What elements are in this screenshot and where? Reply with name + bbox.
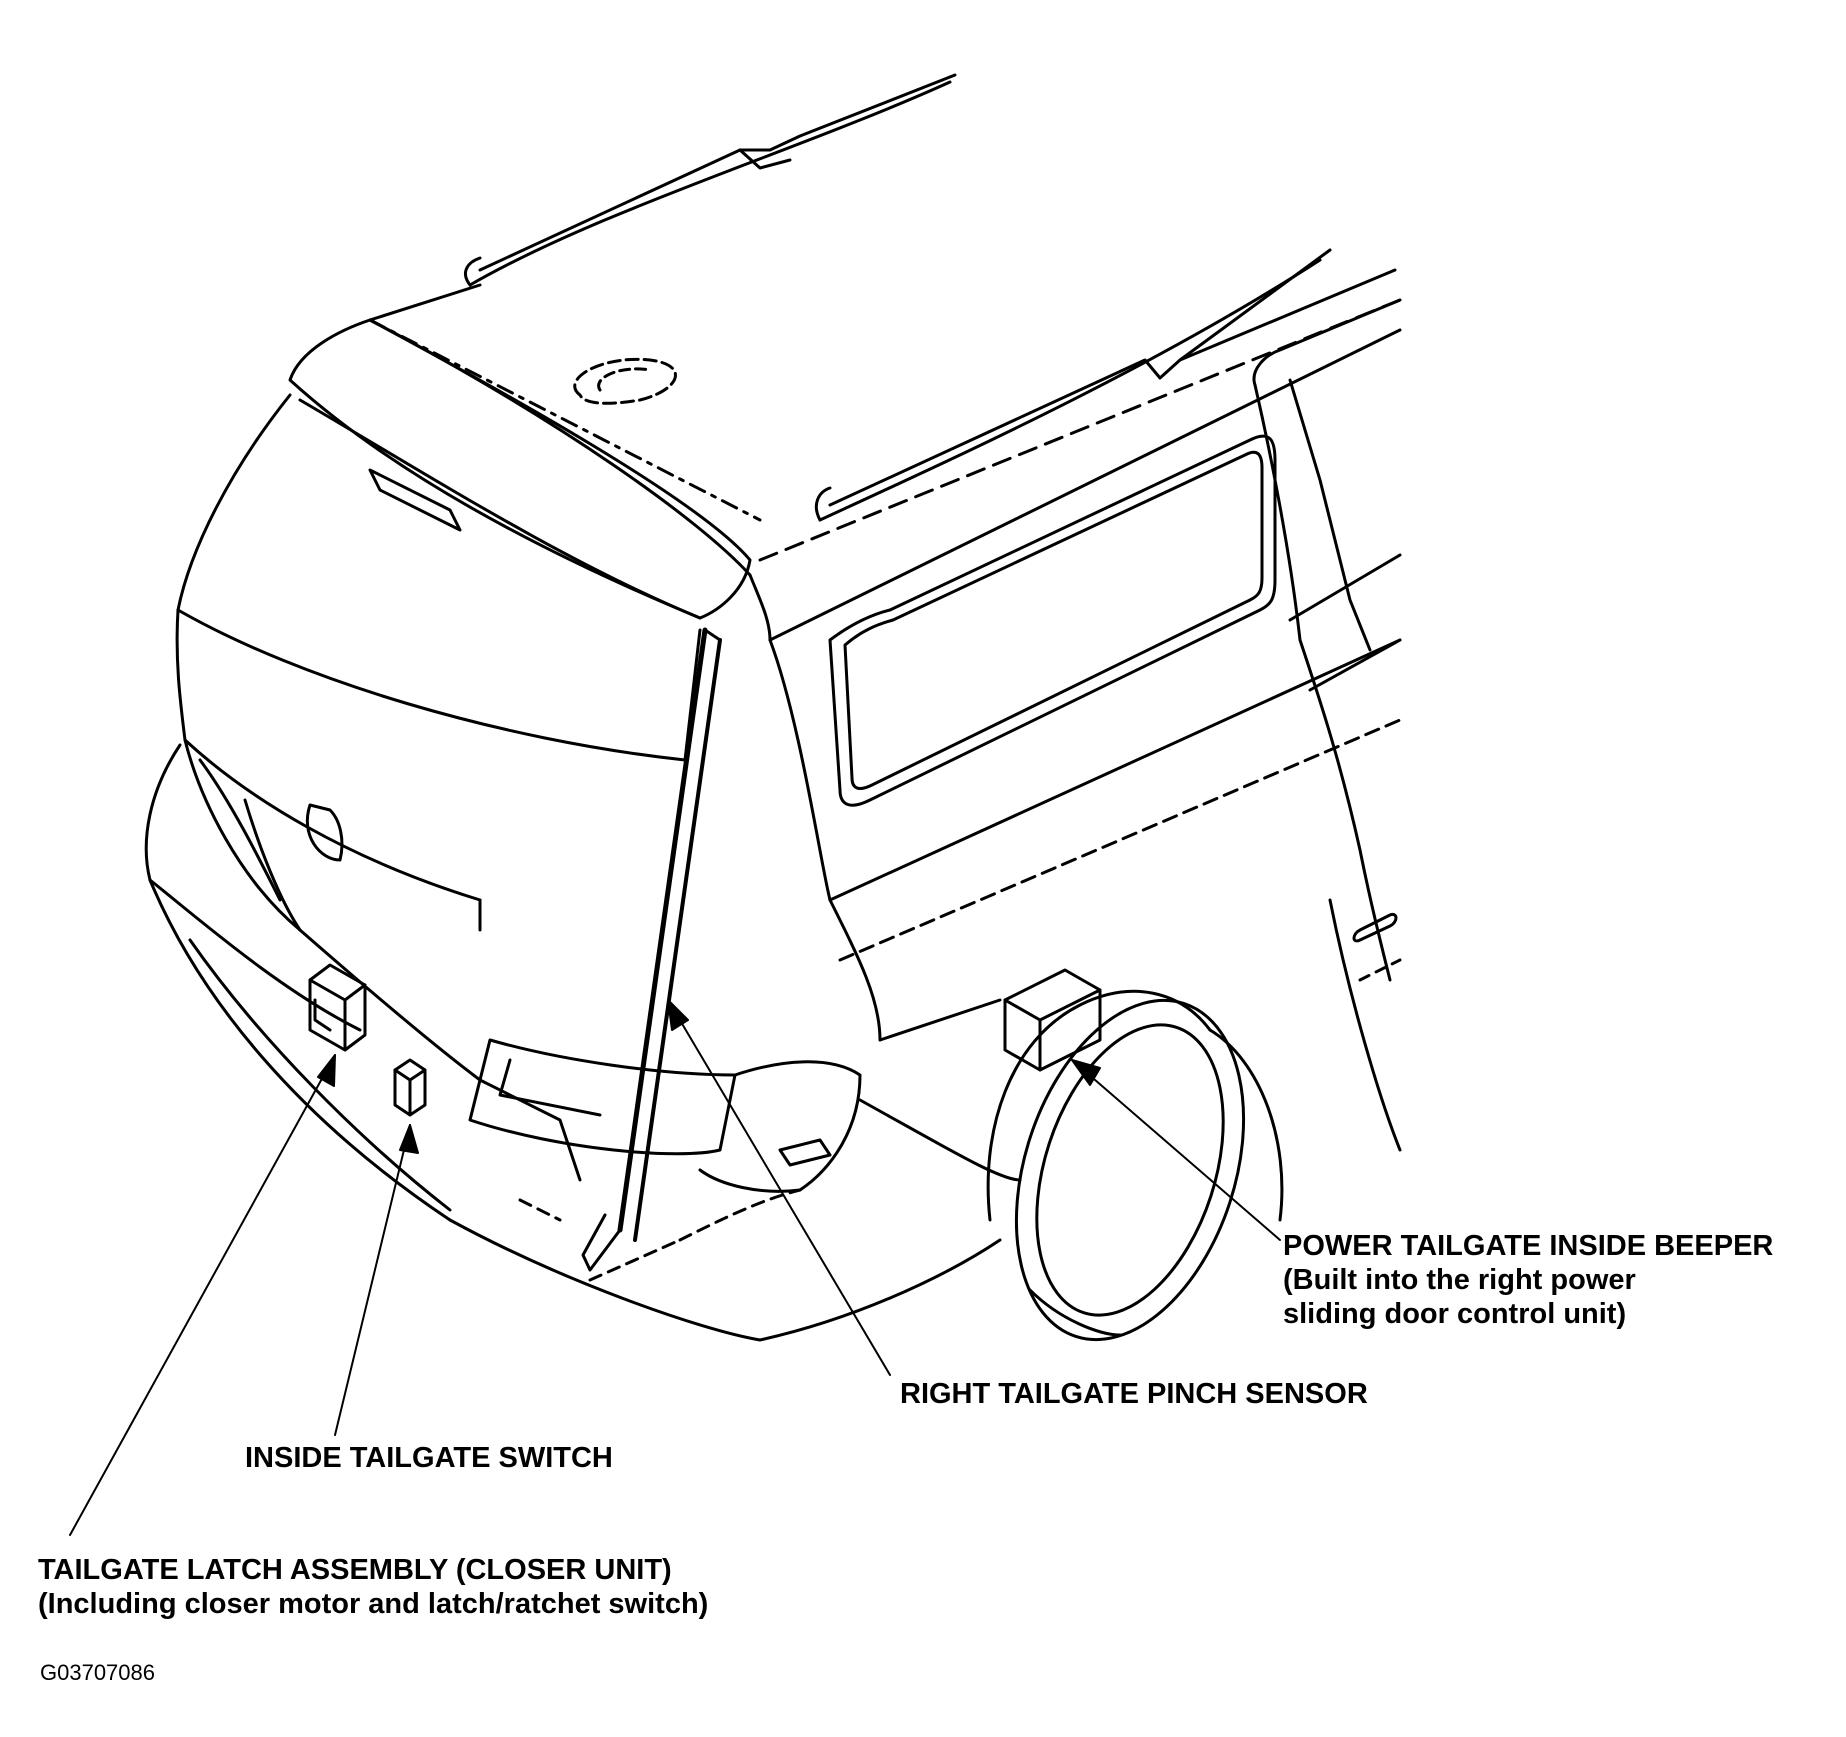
- label-pinch-sensor: RIGHT TAILGATE PINCH SENSOR: [900, 1378, 1368, 1410]
- inside-tailgate-switch-part: [393, 1058, 427, 1117]
- left-roof-rail: [464, 73, 957, 287]
- arrow-inside-switch: [399, 1124, 419, 1154]
- rear-spoiler: [288, 318, 752, 620]
- arrow-pinch-sensor: [667, 999, 689, 1031]
- figure-code: G03707086: [40, 1660, 155, 1685]
- label-beeper-title: POWER TAILGATE INSIDE BEEPER: [1283, 1230, 1774, 1262]
- leader-latch: [69, 1054, 336, 1536]
- label-latch-line2: (Including closer motor and latch/ratche…: [38, 1588, 709, 1620]
- label-beeper-line3: sliding door control unit): [1283, 1298, 1627, 1330]
- arrow-beeper: [1071, 1059, 1101, 1086]
- leader-beeper: [1071, 1059, 1281, 1241]
- beeper-control-unit-part: [1003, 968, 1102, 1072]
- leader-lines: [69, 999, 1281, 1536]
- tailgate: [175, 393, 702, 1182]
- tailgate-latch-assembly-part: [308, 963, 367, 1052]
- rear-wheel: [986, 989, 1284, 1342]
- label-latch-title: TAILGATE LATCH ASSEMBLY (CLOSER UNIT): [38, 1554, 672, 1586]
- label-beeper-line2: (Built into the right power: [1283, 1264, 1636, 1296]
- tail-light: [468, 1038, 862, 1193]
- label-inside-switch: INSIDE TAILGATE SWITCH: [245, 1442, 613, 1474]
- pinch-sensor-strip: [581, 627, 722, 1272]
- side-body: [748, 298, 1402, 1182]
- rear-bumper: [144, 743, 1002, 1342]
- leader-pinch-sensor: [667, 999, 891, 1376]
- leader-inside-switch: [334, 1124, 411, 1436]
- right-roof-rail: [814, 248, 1397, 522]
- arrow-latch: [317, 1054, 336, 1087]
